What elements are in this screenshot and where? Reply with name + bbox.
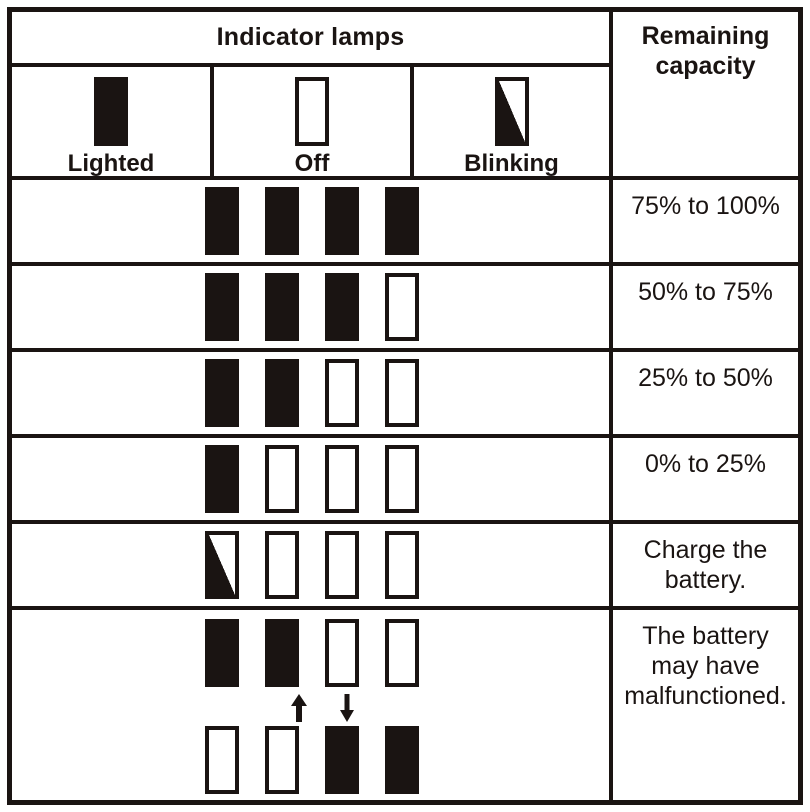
legend-cell-lighted: Lighted [12,67,210,176]
table-row: 50% to 75% [12,266,798,348]
legend-label-blinking: Blinking [464,150,559,177]
lamp-off-icon [295,77,329,146]
legend-cell-blinking: Blinking [414,67,609,176]
rule-under-indicator-header [12,63,609,67]
row-divider-3 [12,434,798,438]
capacity-value: The battery may have malfunctioned. [624,622,787,710]
lamp-strip [205,273,419,341]
lamp-alt-3 [325,726,359,794]
capacity-value: 25% to 50% [638,364,773,392]
down-arrow-icon [340,694,354,722]
lamp-strip [205,531,419,599]
lamp-2 [265,445,299,513]
lamp-3 [325,531,359,599]
row-divider-5 [12,606,798,610]
legend-label-off: Off [294,150,330,177]
lamp-4 [385,187,419,255]
lamp-4 [385,619,419,687]
legend-label-lighted: Lighted [67,150,155,177]
lamp-3 [325,445,359,513]
capacity-column-divider [609,12,613,800]
row-divider-1 [12,262,798,266]
capacity-value: Charge the battery. [643,536,768,594]
table-row: 0% to 25% [12,438,798,520]
lamp-blinking-icon [494,77,529,146]
capacity-value: 0% to 25% [645,450,766,478]
lamp-2 [265,531,299,599]
legend-cell-off: Off [214,67,410,176]
lamp-1 [205,619,239,687]
lamp-2 [265,273,299,341]
lamp-4 [385,531,419,599]
legend-divider-2 [410,67,414,176]
lamp-strip [205,359,419,427]
header-remaining-capacity: Remaining capacity [641,22,770,80]
capacity-value: 75% to 100% [631,192,780,220]
lamp-3 [325,273,359,341]
table-row: The battery may have malfunctioned. [12,610,798,801]
table-row: Charge the battery. [12,524,798,606]
rule-under-legend [12,176,798,180]
lamp-3 [325,187,359,255]
lamp-2 [265,359,299,427]
lamp-4 [385,359,419,427]
lamp-1 [205,445,239,513]
lamp-2 [265,619,299,687]
lamp-cell [12,610,609,801]
lamp-strip [205,445,419,513]
lamp-3 [325,359,359,427]
up-arrow-icon [291,694,307,722]
lamp-cell [12,180,609,262]
lamp-cell [12,352,609,434]
table-row: 25% to 50% [12,352,798,434]
lamp-strip [205,187,419,255]
legend-divider-1 [210,67,214,176]
lamp-lighted-icon [94,77,128,146]
lamp-strip-lower [205,726,419,794]
lamp-4 [385,273,419,341]
row-divider-4 [12,520,798,524]
lamp-strip-upper [205,619,419,687]
lamp-cell [12,266,609,348]
lamp-2 [265,187,299,255]
header-indicator-lamps: Indicator lamps [216,23,405,51]
indicator-lamp-table: Indicator lamps Remaining capacity Light… [7,7,803,805]
lamp-alt-4 [385,726,419,794]
lamp-alt-1 [205,726,239,794]
lamp-cell [12,524,609,606]
lamp-3 [325,619,359,687]
lamp-alt-2 [265,726,299,794]
table-row: 75% to 100% [12,180,798,262]
lamp-1 [205,273,239,341]
lamp-cell [12,438,609,520]
row-divider-2 [12,348,798,352]
alternation-arrows [286,693,360,723]
lamp-1 [205,531,239,599]
lamp-1 [205,187,239,255]
lamp-1 [205,359,239,427]
capacity-value: 50% to 75% [638,278,773,306]
lamp-4 [385,445,419,513]
